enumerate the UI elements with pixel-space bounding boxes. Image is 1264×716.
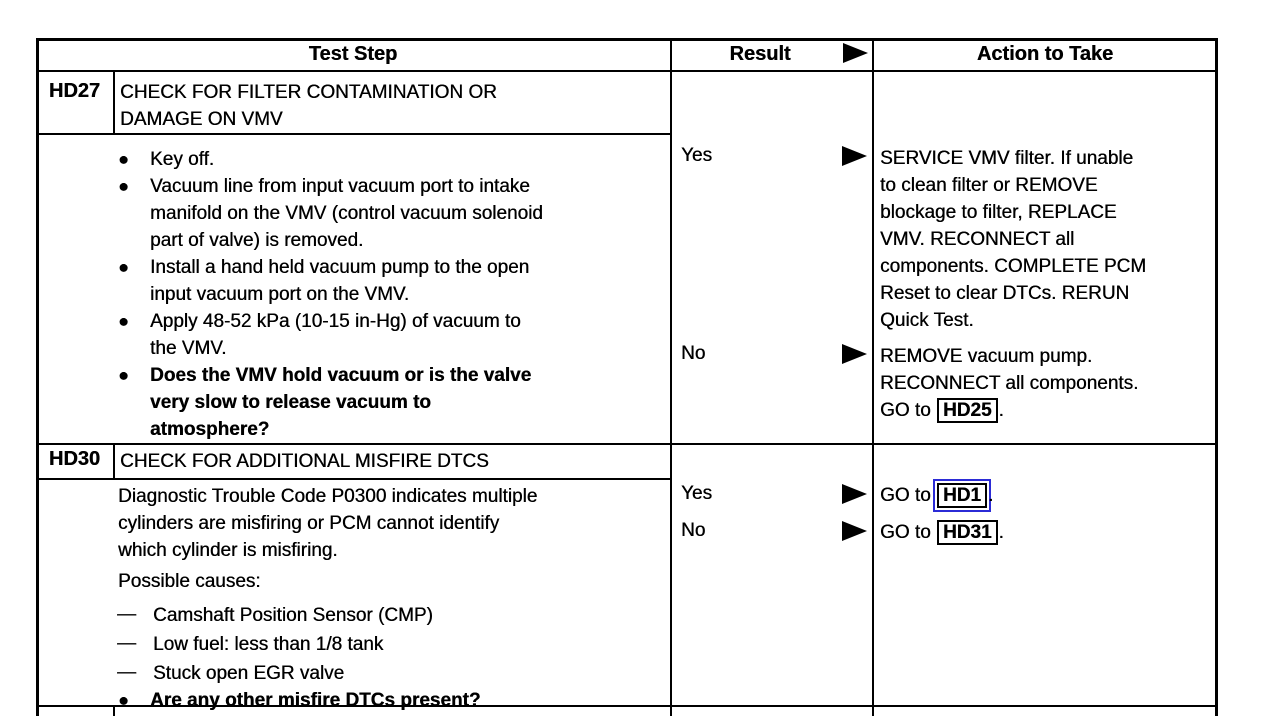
hd30-action-yes: GO to HD1. <box>880 479 1214 512</box>
bullet-icon: ● <box>118 690 129 710</box>
link-hd1[interactable]: HD1 <box>932 479 991 512</box>
hd27-action-no: REMOVE vacuum pump. RECONNECT all compon… <box>880 343 1214 424</box>
result-arrow-icon <box>842 484 867 504</box>
table-border-left <box>36 38 39 716</box>
cause-item: — Low fuel: less than 1/8 tank <box>117 630 657 659</box>
column-divider-result-action <box>872 38 874 716</box>
hd27-result-no: No <box>681 343 706 364</box>
step-text: Install a hand held vacuum pump to the o… <box>150 257 530 305</box>
cause-item: — Camshaft Position Sensor (CMP) <box>117 601 657 630</box>
test-step-item: ● Vacuum line from input vacuum port to i… <box>118 173 658 254</box>
action-text: . <box>998 400 1004 421</box>
action-text: . <box>987 485 994 506</box>
hd27-title: CHECK FOR FILTER CONTAMINATION OR DAMAGE… <box>120 82 497 130</box>
test-code-hd27: HD27 <box>48 80 101 102</box>
bullet-icon: ● <box>118 311 129 331</box>
cause-text: Stuck open EGR valve <box>153 663 345 684</box>
action-text: . <box>998 522 1004 543</box>
hd30-action-no: GO to HD31. <box>880 519 1214 546</box>
hd30-result-no: No <box>681 520 706 541</box>
dash-icon: — <box>117 604 136 625</box>
column-header-result: Result <box>729 43 791 65</box>
hd27-row-divider <box>36 443 1218 445</box>
link-hd25[interactable]: HD25 <box>936 398 998 423</box>
hd30-question: ● Are any other misfire DTCs present? <box>118 687 690 714</box>
column-header-action-to-take: Action to Take <box>976 43 1114 65</box>
test-step-item: ● Key off. <box>118 146 658 173</box>
cause-text: Camshaft Position Sensor (CMP) <box>153 605 433 626</box>
table-border-right <box>1215 38 1218 716</box>
hd30-code-divider <box>113 443 115 480</box>
next-row-code-divider <box>113 705 115 716</box>
hd27-code-divider <box>113 70 115 135</box>
table-border-top <box>36 38 1218 41</box>
bullet-icon: ● <box>118 149 129 169</box>
result-arrow-icon <box>842 521 867 541</box>
test-code-hd30: HD30 <box>48 448 101 470</box>
result-arrow-icon <box>842 146 867 166</box>
step-text: Vacuum line from input vacuum port to in… <box>150 176 543 251</box>
diagnostic-table: Test Step Result Action to Take HD27 CHE… <box>36 38 1218 716</box>
hd30-title: CHECK FOR ADDITIONAL MISFIRE DTCS <box>120 451 489 472</box>
hd30-description: Diagnostic Trouble Code P0300 indicates … <box>118 486 538 561</box>
column-divider-teststep-result <box>670 38 672 716</box>
action-text: GO to <box>880 522 936 543</box>
cause-text: Low fuel: less than 1/8 tank <box>153 634 384 655</box>
dash-icon: — <box>117 662 136 683</box>
bullet-icon: ● <box>118 365 129 385</box>
test-step-item: ● Install a hand held vacuum pump to the … <box>118 254 658 308</box>
question-text: Are any other misfire DTCs present? <box>150 690 481 711</box>
hd30-causes-label: Possible causes: <box>118 571 261 592</box>
hd27-result-yes: Yes <box>681 145 712 166</box>
dash-icon: — <box>117 633 136 654</box>
step-text: Key off. <box>150 149 215 170</box>
link-hd31[interactable]: HD31 <box>936 520 998 545</box>
action-text: GO to <box>880 485 936 506</box>
bullet-icon: ● <box>118 257 129 277</box>
hd30-cause-list: — Camshaft Position Sensor (CMP) — Low fue… <box>117 601 657 688</box>
hd27-step-list: ● Key off. ● Vacuum line from input vacuum… <box>118 146 658 443</box>
cause-item: — Stuck open EGR valve <box>117 659 657 688</box>
hd27-action-yes: SERVICE VMV filter. If unable to clean f… <box>880 148 1147 331</box>
column-header-test-step: Test Step <box>308 43 398 65</box>
step-text: Does the VMV hold vacuum or is the valve… <box>150 365 532 440</box>
result-arrow-icon <box>842 344 867 364</box>
result-arrow-icon <box>843 43 868 63</box>
hd27-title-divider <box>36 133 672 135</box>
header-divider <box>36 70 1218 72</box>
hd30-title-divider <box>36 478 672 480</box>
test-step-item: ● Apply 48-52 kPa (10-15 in-Hg) of vacuum… <box>118 308 658 362</box>
action-text: REMOVE vacuum pump. RECONNECT all compon… <box>880 346 1139 421</box>
step-text: Apply 48-52 kPa (10-15 in-Hg) of vacuum … <box>150 311 521 359</box>
bullet-icon: ● <box>118 176 129 196</box>
hd30-result-yes: Yes <box>681 483 712 504</box>
hd30-row-divider <box>36 705 1218 707</box>
test-question-item: ● Does the VMV hold vacuum or is the valv… <box>118 362 658 443</box>
